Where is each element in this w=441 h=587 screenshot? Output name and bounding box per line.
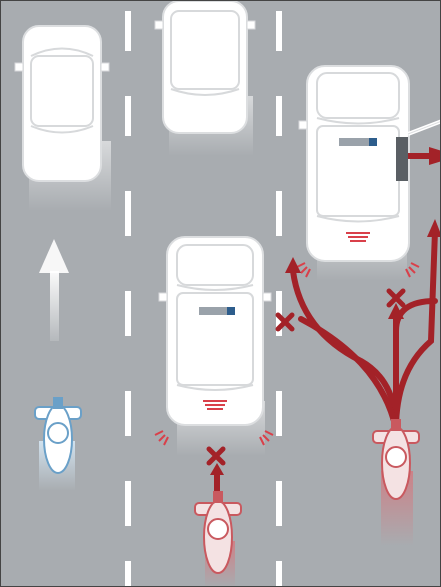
car-top-center [155,1,255,156]
car-top-left [15,26,111,211]
motorcyclist-blue [35,397,81,491]
